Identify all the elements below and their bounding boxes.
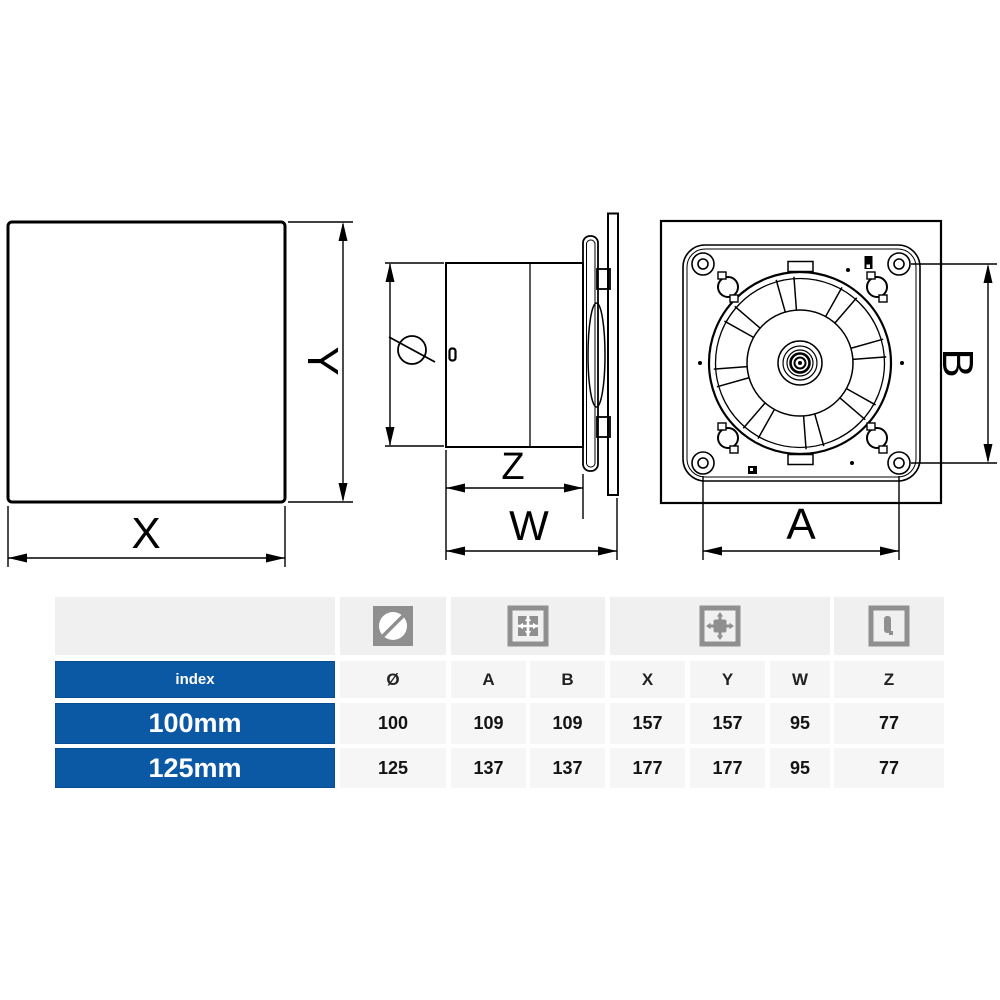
dimension-b [911, 263, 997, 464]
dimension-w [446, 498, 618, 560]
depth-profile-icon [868, 605, 910, 647]
label-x: X [131, 509, 161, 558]
col-label-y: Y [690, 661, 765, 698]
diameter-icon [373, 606, 413, 646]
col-label-b: B [530, 661, 605, 698]
icon-header-inner-frame [451, 597, 605, 655]
back-view [659, 219, 943, 505]
label-a: A [786, 500, 816, 549]
label-b: B [933, 348, 982, 378]
impeller-blades [713, 276, 887, 450]
dimensions-table: index Ø A B X Y W Z 100mm 100 109 109 15… [55, 597, 944, 788]
value-100-z: 77 [834, 703, 944, 744]
icon-header-outer-dimensions [610, 597, 830, 655]
dimension-x [7, 506, 286, 567]
index-header-cell: index [55, 661, 335, 698]
value-125-x: 177 [610, 748, 685, 788]
value-125-w: 95 [770, 748, 830, 788]
value-100-w: 95 [770, 703, 830, 744]
diameter-symbol [388, 335, 436, 365]
mounting-clips [717, 271, 888, 454]
impeller-hub [746, 309, 854, 417]
value-125-diameter: 125 [340, 748, 446, 788]
col-label-diameter: Ø [340, 661, 446, 698]
dimension-z [445, 450, 584, 560]
plate-details [698, 256, 904, 474]
icon-header-empty [55, 597, 335, 655]
inner-frame-dimensions-icon [507, 605, 549, 647]
panel-edge [607, 212, 619, 496]
col-label-w: W [770, 661, 830, 698]
fan-ring [707, 270, 893, 456]
value-125-z: 77 [834, 748, 944, 788]
outer-dimensions-icon [699, 605, 741, 647]
col-label-z: Z [834, 661, 944, 698]
side-view [445, 212, 619, 496]
icon-header-depth [834, 597, 944, 655]
dimension-diameter [385, 262, 444, 447]
value-100-y: 157 [690, 703, 765, 744]
col-label-a: A [451, 661, 526, 698]
value-100-x: 157 [610, 703, 685, 744]
corner-screws [691, 252, 911, 475]
technical-drawing [6, 212, 997, 567]
dimension-y [288, 221, 353, 503]
dimension-a [702, 476, 900, 560]
shroud-profile [587, 302, 606, 408]
label-y: Y [298, 346, 347, 376]
col-label-x: X [610, 661, 685, 698]
label-w: W [509, 502, 549, 549]
value-100-diameter: 100 [340, 703, 446, 744]
value-125-y: 177 [690, 748, 765, 788]
row-index-100mm: 100mm [55, 703, 335, 744]
value-100-a: 109 [451, 703, 526, 744]
front-panel-view [6, 220, 287, 504]
row-index-125mm: 125mm [55, 748, 335, 788]
icon-header-diameter [340, 597, 446, 655]
value-100-b: 109 [530, 703, 605, 744]
value-125-b: 137 [530, 748, 605, 788]
label-z: Z [501, 445, 525, 488]
duct-latch-marker [448, 347, 457, 362]
value-125-a: 137 [451, 748, 526, 788]
